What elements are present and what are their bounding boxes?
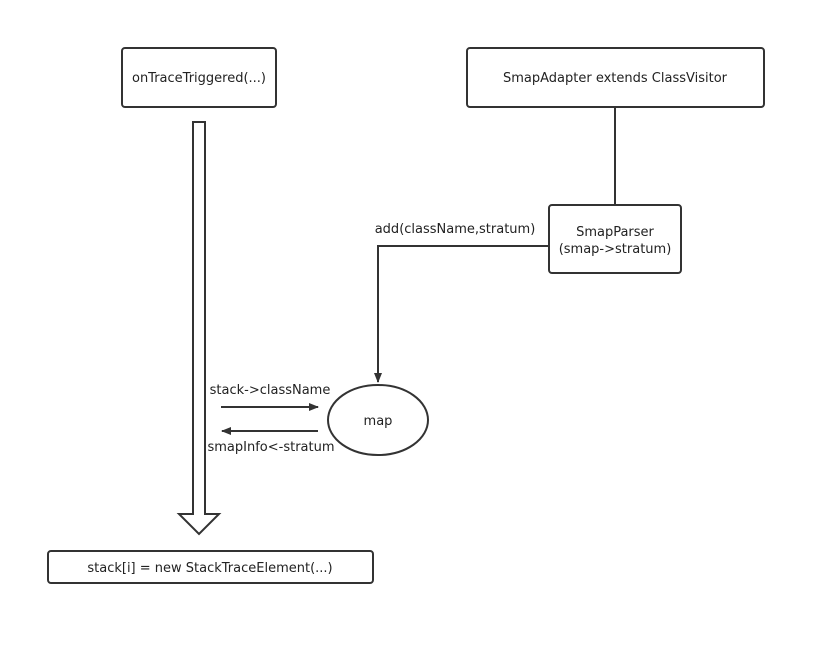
stack-element-label: stack[i] = new StackTraceElement(...) (87, 561, 332, 576)
on-trace-triggered-node: onTraceTriggered(...) (121, 47, 277, 108)
smap-adapter-label: SmapAdapter extends ClassVisitor (503, 71, 728, 86)
stack-element-node: stack[i] = new StackTraceElement(...) (47, 550, 374, 584)
add-arrow-label: add(className,stratum) (375, 222, 536, 237)
on-trace-triggered-label: onTraceTriggered(...) (132, 71, 266, 86)
smap-adapter-node: SmapAdapter extends ClassVisitor (466, 47, 765, 108)
smap-parser-label-line2: (smap->stratum) (559, 242, 672, 257)
map-node: map (327, 384, 429, 456)
map-to-stack-label: smapInfo<-stratum (207, 440, 334, 455)
flow-down-arrow (176, 121, 222, 536)
stack-to-map-label: stack->className (210, 383, 331, 398)
smap-parser-label-line1: SmapParser (576, 225, 654, 240)
map-label: map (364, 414, 393, 429)
smap-parser-node: SmapParser (smap->stratum) (548, 204, 682, 274)
add-arrow (374, 245, 549, 383)
